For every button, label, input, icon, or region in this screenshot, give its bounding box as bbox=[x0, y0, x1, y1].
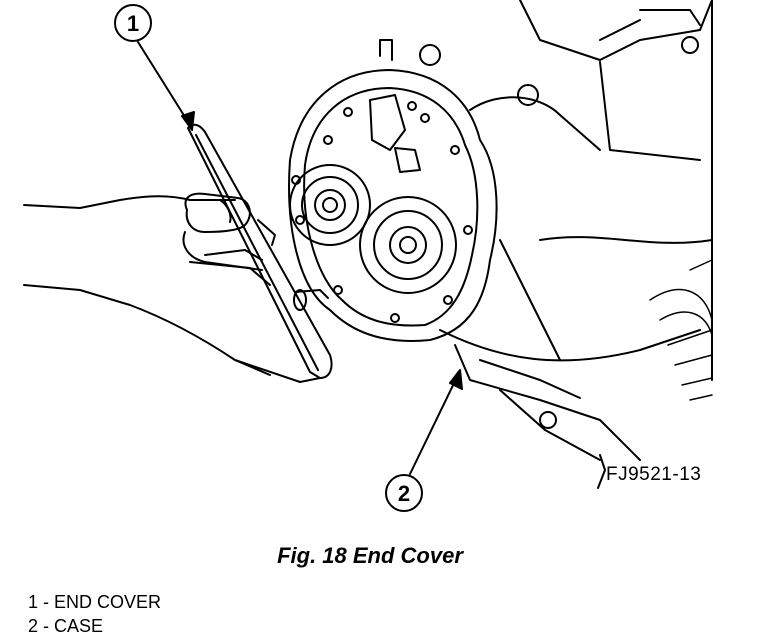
figure-caption: Fig. 18 End Cover bbox=[277, 543, 463, 568]
legend-number: 1 bbox=[28, 592, 39, 612]
oil-pump-gears bbox=[289, 94, 457, 294]
legend-number: 2 bbox=[28, 616, 39, 636]
transmission-housing bbox=[379, 0, 713, 381]
lower-bracket bbox=[454, 344, 641, 489]
legend: 1 - END COVER 2 - CASE bbox=[28, 590, 161, 638]
hand bbox=[23, 192, 321, 383]
case-flange bbox=[288, 69, 498, 342]
callout-2-marker bbox=[385, 369, 463, 512]
legend-text: - CASE bbox=[38, 616, 104, 636]
callout-1-number: 1 bbox=[127, 11, 139, 36]
end-cover-illustration: 1 2 bbox=[23, 0, 713, 512]
legend-item-case: 2 - CASE bbox=[28, 614, 161, 638]
callout-2-number: 2 bbox=[398, 481, 410, 506]
figure-code: FJ9521-13 bbox=[606, 464, 702, 485]
callout-1-marker bbox=[114, 4, 195, 131]
housing-ribs bbox=[649, 259, 713, 401]
legend-text: - END COVER bbox=[38, 592, 162, 612]
end-cover-plate bbox=[187, 123, 333, 379]
legend-item-end-cover: 1 - END COVER bbox=[28, 590, 161, 614]
